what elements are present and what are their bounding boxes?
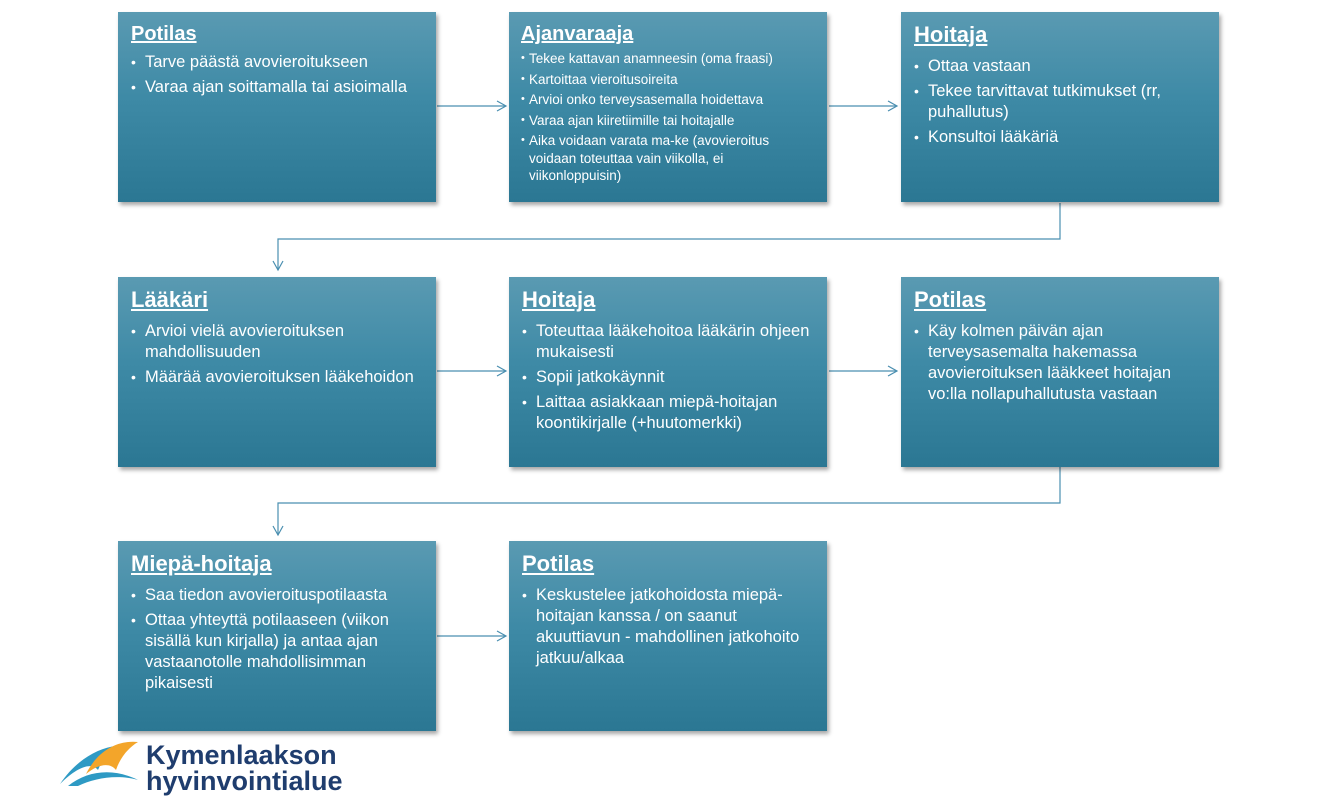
step-item: Ottaa yhteyttä potilaaseen (viikon sisäl… — [131, 610, 422, 694]
arrow-6-7 — [272, 467, 1061, 537]
step-title: Hoitaja — [522, 287, 596, 312]
step-item: Varaa ajan kiiretiimille tai hoitajalle — [521, 112, 813, 130]
step-title: Potilas — [131, 23, 197, 45]
step-box-3: Hoitaja Ottaa vastaan Tekee tarvittavat … — [901, 12, 1219, 202]
step-box-6: Potilas Käy kolmen päivän ajan terveysas… — [901, 277, 1219, 467]
step-item: Tekee kattavan anamneesin (oma fraasi) — [521, 50, 813, 68]
step-item: Arvioi onko terveysasemalla hoidettava — [521, 91, 813, 109]
step-item: Sopii jatkokäynnit — [522, 367, 813, 388]
arrow-3-4 — [272, 203, 1061, 272]
step-box-4: Lääkäri Arvioi vielä avovieroituksen mah… — [118, 277, 436, 467]
step-title: Hoitaja — [914, 22, 988, 47]
step-item: Käy kolmen päivän ajan terveysasemalta h… — [914, 321, 1205, 405]
logo-text: Kymenlaakson hyvinvointialue — [146, 740, 343, 796]
step-item: Aika voidaan varata ma-ke (avovieroitus … — [521, 132, 813, 185]
step-title: Miepä-hoitaja — [131, 551, 272, 576]
step-box-5: Hoitaja Toteuttaa lääkehoitoa lääkärin o… — [509, 277, 827, 467]
step-item: Tekee tarvittavat tutkimukset (rr, puhal… — [914, 81, 1205, 123]
step-box-1: Potilas Tarve päästä avovieroitukseen Va… — [118, 12, 436, 202]
step-title: Lääkäri — [131, 287, 209, 312]
step-title: Ajanvaraaja — [521, 23, 634, 45]
step-item: Laittaa asiakkaan miepä-hoitajan koontik… — [522, 392, 813, 434]
step-box-8: Potilas Keskustelee jatkohoidosta miepä-… — [509, 541, 827, 731]
step-item: Arvioi vielä avovieroituksen mahdollisuu… — [131, 321, 422, 363]
step-item: Saa tiedon avovieroituspotilaasta — [131, 585, 422, 606]
wave-logo-icon — [60, 741, 138, 786]
step-item: Ottaa vastaan — [914, 56, 1205, 77]
step-title: Potilas — [522, 551, 595, 576]
step-box-2: Ajanvaraaja Tekee kattavan anamneesin (o… — [509, 12, 827, 202]
step-item: Varaa ajan soittamalla tai asioimalla — [131, 77, 422, 98]
logo-line-2: hyvinvointialue — [146, 766, 343, 796]
step-box-7: Miepä-hoitaja Saa tiedon avovieroituspot… — [118, 541, 436, 731]
step-item: Kartoittaa vieroitusoireita — [521, 71, 813, 89]
logo-line-1: Kymenlaakson — [146, 740, 337, 770]
step-item: Määrää avovieroituksen lääkehoidon — [131, 367, 422, 388]
step-item: Tarve päästä avovieroitukseen — [131, 52, 422, 73]
step-item: Toteuttaa lääkehoitoa lääkärin ohjeen mu… — [522, 321, 813, 363]
step-title: Potilas — [914, 287, 987, 312]
step-item: Konsultoi lääkäriä — [914, 127, 1205, 148]
step-item: Keskustelee jatkohoidosta miepä-hoitajan… — [522, 585, 813, 669]
organization-logo: Kymenlaakson hyvinvointialue — [58, 740, 358, 795]
